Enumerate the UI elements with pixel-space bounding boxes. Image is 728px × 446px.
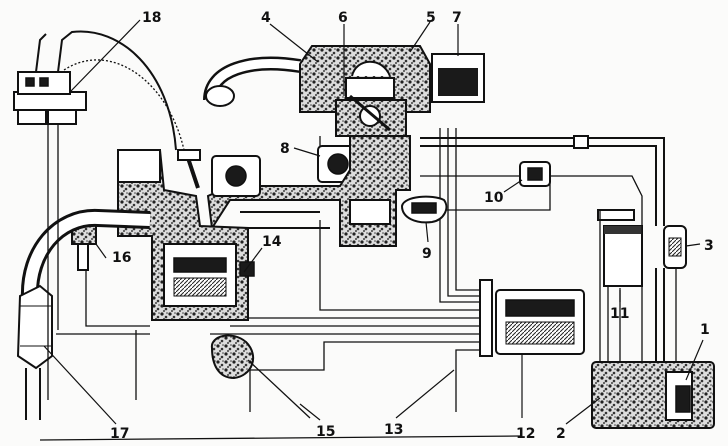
- intake-manifold: [206, 135, 411, 247]
- callout-5: 5: [426, 10, 436, 26]
- callout-2: 2: [556, 426, 566, 442]
- callout-labels: 1 2 3 4 5 6 7 8 9 10 11 12 13 14 15 16 1…: [110, 10, 714, 442]
- callout-9: 9: [422, 246, 432, 262]
- airflow-sensor: [431, 53, 485, 103]
- callout-4: 4: [261, 10, 271, 26]
- exhaust-pipe: [20, 208, 151, 420]
- pressure-sensor: [400, 195, 448, 224]
- callout-7: 7: [452, 10, 462, 26]
- fuel-injector: [177, 149, 201, 189]
- catalytic-converter: [16, 284, 53, 370]
- ecu-connector: [479, 279, 493, 357]
- throttle-body: [335, 94, 407, 137]
- callout-11: 11: [610, 306, 629, 322]
- knock-sensor: [239, 261, 255, 277]
- engine-block: [117, 149, 249, 321]
- callout-16: 16: [112, 250, 131, 266]
- fuel-pump: [675, 385, 691, 413]
- callout-14: 14: [262, 234, 282, 250]
- callout-12: 12: [516, 426, 535, 442]
- cylinder-head: [117, 149, 261, 197]
- ecu-control-unit: [495, 289, 585, 355]
- callout-3: 3: [704, 238, 714, 254]
- distributor: [210, 334, 311, 419]
- fuel-tank: [591, 361, 715, 429]
- callout-6: 6: [338, 10, 348, 26]
- callout-18: 18: [142, 10, 161, 26]
- callout-1: 1: [700, 322, 710, 338]
- wiring-harness: [56, 128, 480, 412]
- ignition-module: [13, 30, 185, 400]
- canister-purge-valve: [420, 161, 551, 211]
- air-filter-housing: [299, 45, 431, 113]
- fuel-filter: [663, 225, 687, 269]
- fuel-lines: [420, 135, 677, 362]
- callout-8: 8: [280, 141, 290, 157]
- frame-lines: [39, 330, 521, 441]
- callout-13: 13: [384, 422, 403, 438]
- callout-17: 17: [110, 426, 129, 442]
- leader-lines: [43, 19, 704, 425]
- charcoal-canister: [597, 209, 643, 287]
- intake-hose: [203, 56, 302, 107]
- callout-10: 10: [484, 190, 504, 206]
- callout-15: 15: [316, 424, 335, 440]
